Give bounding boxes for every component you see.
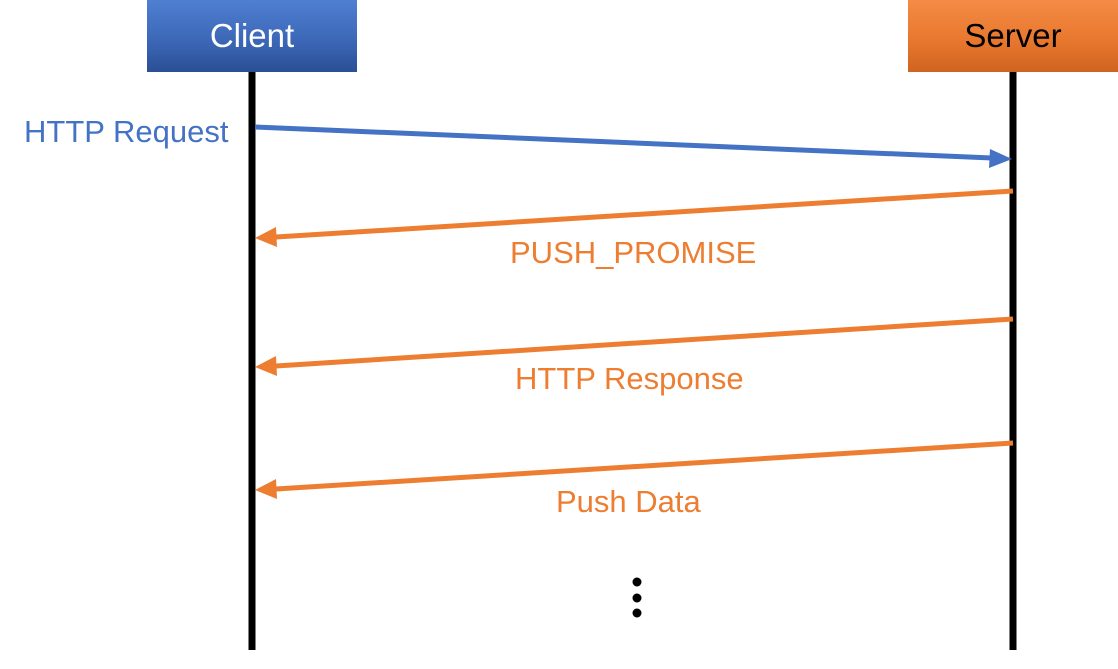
http-response-arrow [255,316,1014,376]
continuation-dots-icon [632,577,642,618]
push-promise-arrow [255,188,1014,247]
server-actor-label: Server [964,17,1062,54]
client-actor-box: Client [147,0,357,72]
http-request-arrow [254,124,1012,168]
http-request-label: HTTP Request [24,114,229,149]
client-actor-label: Client [209,17,295,54]
push-data-label: Push Data [556,484,701,519]
push-data-arrow [255,440,1014,499]
http-response-label: HTTP Response [515,361,744,396]
server-actor-box: Server [908,0,1118,72]
push-promise-label: PUSH_PROMISE [510,235,757,270]
